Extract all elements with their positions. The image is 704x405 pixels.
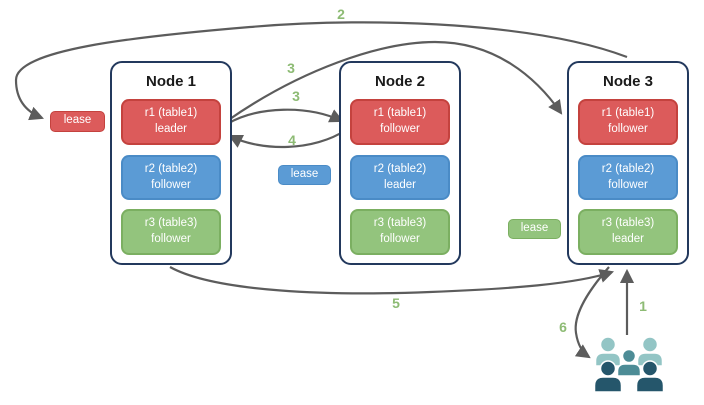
node-title: Node 3: [602, 73, 653, 90]
replica-name: r3 (table3): [144, 217, 198, 230]
step-label-1: 1: [639, 298, 647, 314]
node-title: Node 2: [374, 73, 425, 90]
replica-name: r2 (table2): [144, 162, 198, 175]
replica-role: follower: [151, 178, 191, 191]
arrow-step-6-node3-to-users: [574, 266, 610, 359]
lease-badge-blue: lease: [278, 165, 331, 185]
lease-badge-green: lease: [508, 219, 561, 239]
replica-node1-r1: r1 (table1) leader: [121, 99, 221, 145]
step-label-6: 6: [559, 319, 567, 335]
person-icon: [593, 360, 623, 393]
lease-badge-red: lease: [50, 111, 105, 132]
step-label-3b: 3: [292, 88, 300, 104]
replica-role: leader: [612, 233, 644, 245]
node-title: Node 1: [145, 73, 196, 90]
replica-role: leader: [384, 178, 416, 191]
replica-name: r3 (table3): [601, 217, 655, 230]
replica-name: r1 (table1): [601, 107, 655, 120]
replica-name: r1 (table1): [144, 107, 198, 120]
replica-node2-r1: r1 (table1) follower: [350, 99, 450, 145]
replica-role: follower: [380, 123, 420, 135]
person-icon: [635, 360, 665, 393]
arrow-step-2-node3-to-lease: [14, 21, 628, 121]
replica-name: r1 (table1): [373, 107, 427, 120]
step-label-3a: 3: [287, 60, 295, 76]
node-1: Node 1 r1 (table1) leader r2 (table2) fo…: [110, 61, 232, 265]
replica-role: leader: [155, 123, 187, 135]
replica-node2-r3: r3 (table3) follower: [350, 209, 450, 255]
replica-node3-r3: r3 (table3) leader: [578, 209, 678, 255]
replica-node1-r2: r2 (table2) follower: [121, 155, 221, 200]
person-icon: [616, 348, 642, 377]
replica-role: follower: [608, 178, 648, 191]
arrow-step-5-node1-to-node3: [169, 266, 615, 295]
replica-role: follower: [151, 233, 191, 245]
replica-node2-r2: r2 (table2) leader: [350, 155, 450, 200]
replica-name: r2 (table2): [373, 162, 427, 175]
replica-role: follower: [380, 233, 420, 245]
arrow-step-3-leader-to-node2: [226, 108, 344, 125]
arrow-step-3-leader-to-node3: [226, 40, 563, 122]
replica-name: r3 (table3): [373, 217, 427, 230]
step-label-2: 2: [337, 6, 345, 22]
person-icon: [594, 336, 622, 367]
step-label-5: 5: [392, 295, 400, 311]
node-2: Node 2 r1 (table1) follower r2 (table2) …: [339, 61, 461, 265]
replica-role: follower: [608, 123, 648, 135]
replica-node3-r1: r1 (table1) follower: [578, 99, 678, 145]
replica-name: r2 (table2): [601, 162, 655, 175]
step-label-4: 4: [288, 132, 296, 148]
node-3: Node 3 r1 (table1) follower r2 (table2) …: [567, 61, 689, 265]
replica-node1-r3: r3 (table3) follower: [121, 209, 221, 255]
arrow-step-4-node2-to-leader: [228, 129, 347, 149]
person-icon: [636, 336, 664, 367]
users-group-icon: [593, 336, 665, 393]
replica-node3-r2: r2 (table2) follower: [578, 155, 678, 200]
